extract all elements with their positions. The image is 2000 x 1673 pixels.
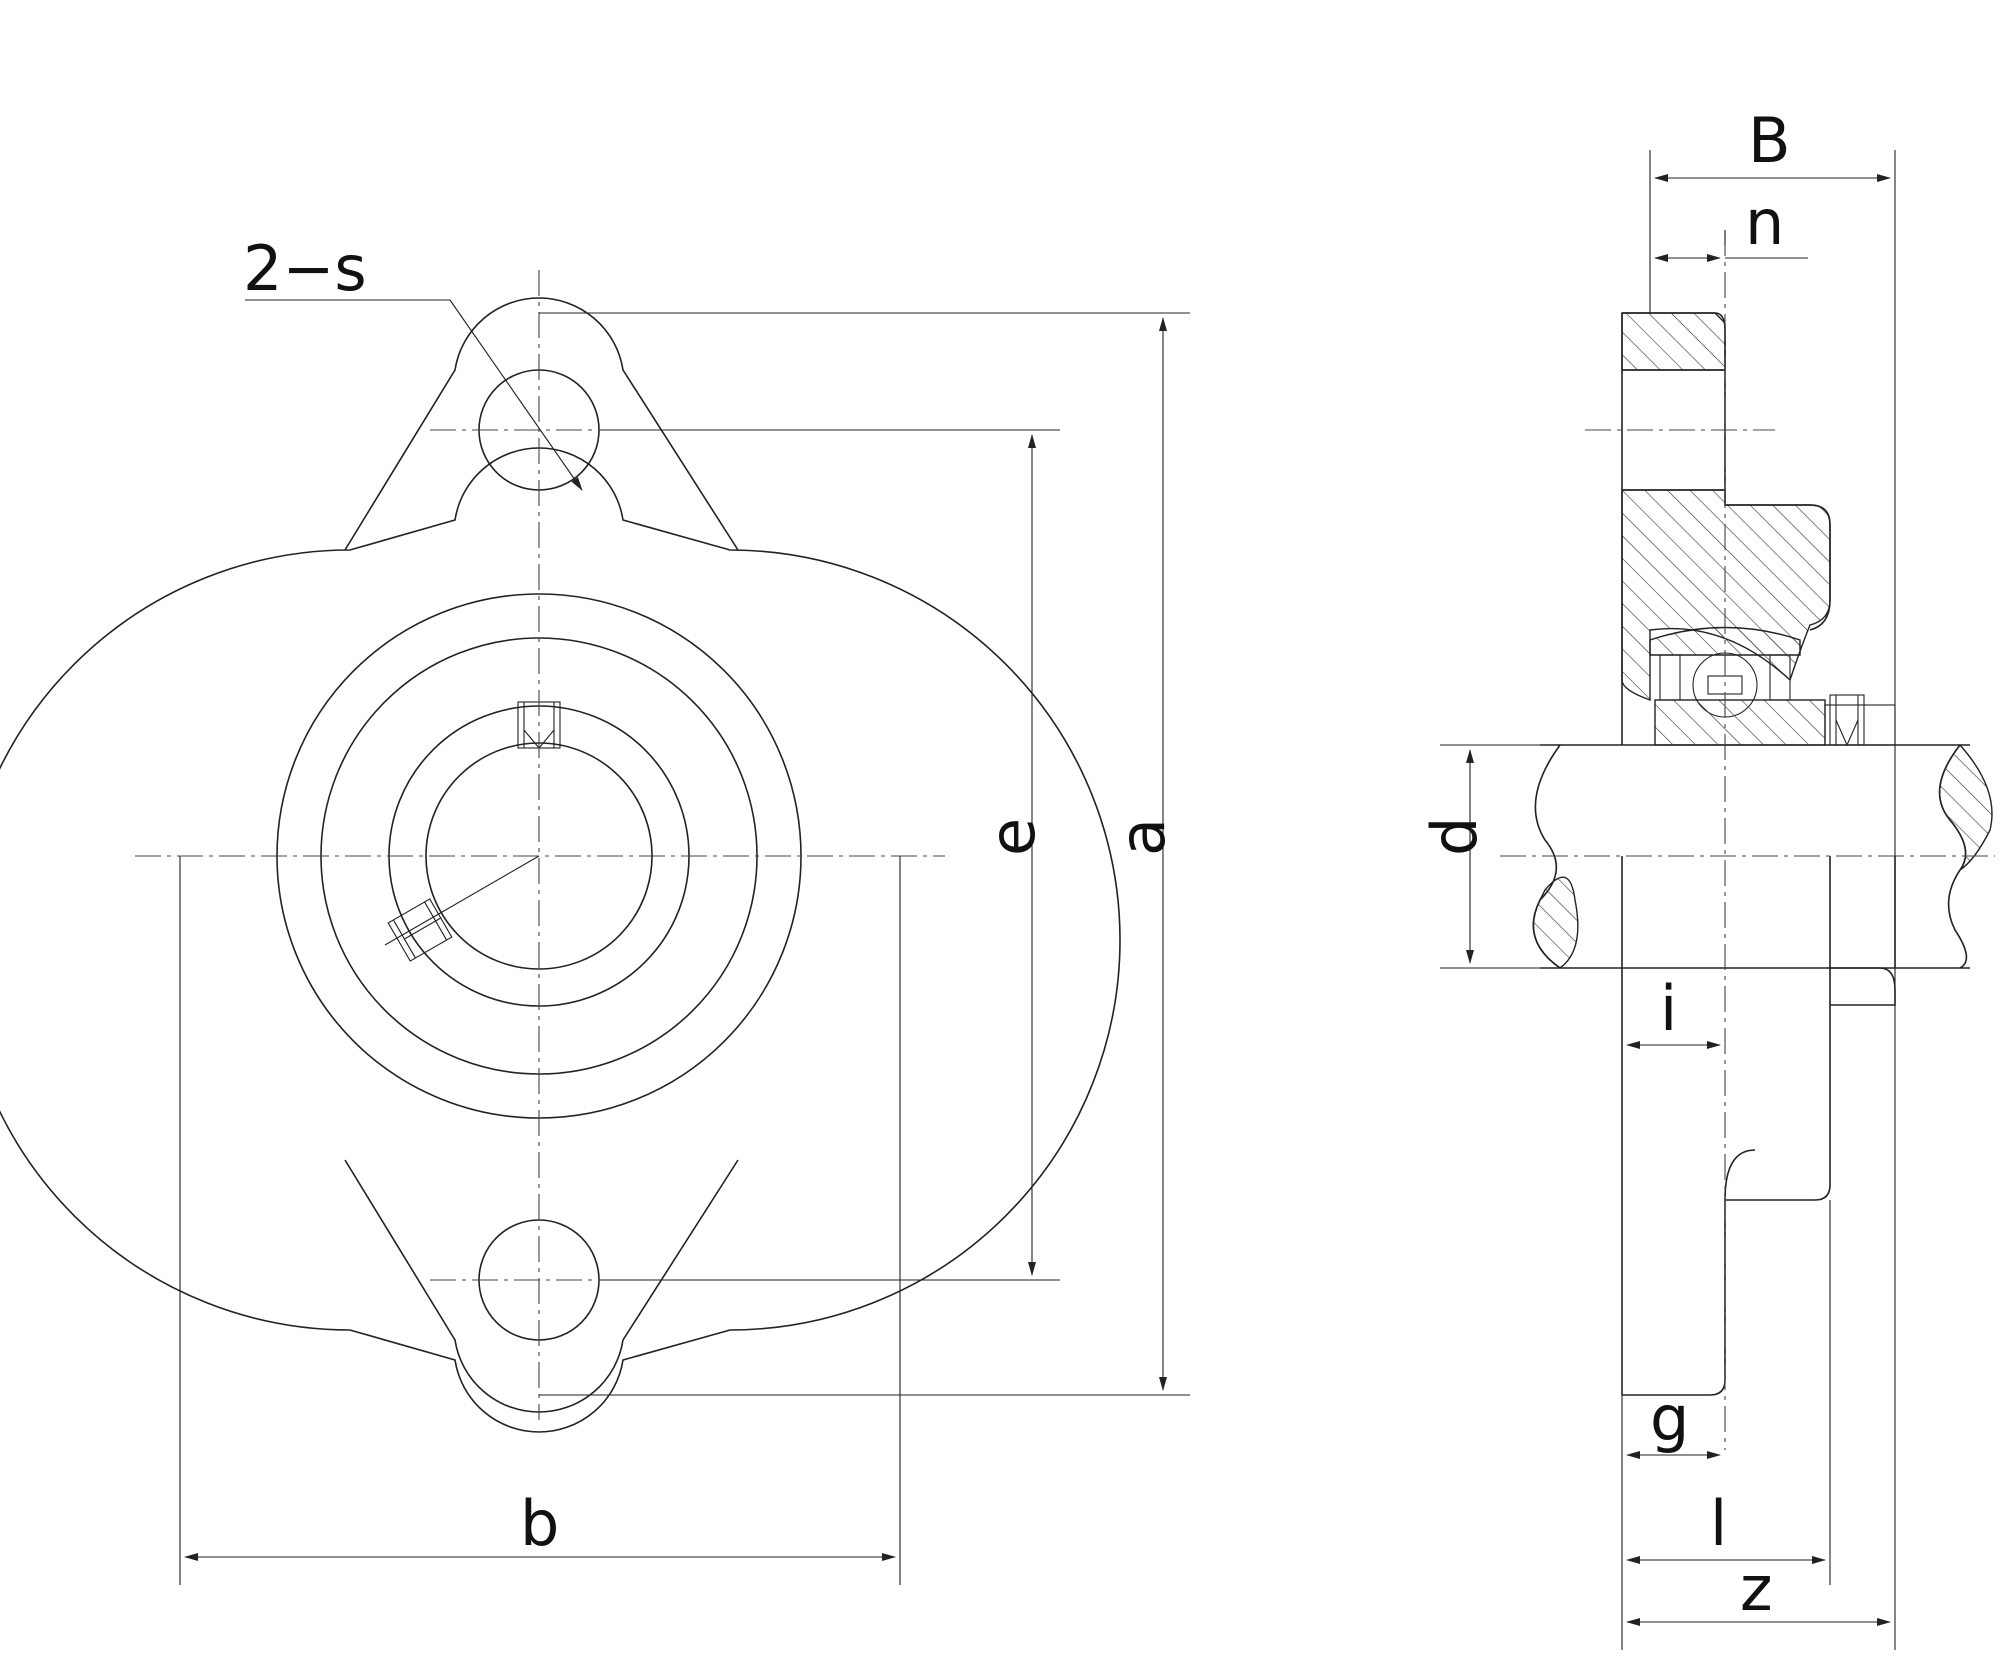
flange-section-mid <box>1621 489 1831 701</box>
side-dimensions <box>1440 150 1896 1650</box>
front-dimensions <box>179 299 1190 1585</box>
label-e: e <box>976 818 1049 856</box>
label-l: l <box>1710 1487 1727 1560</box>
label-a: a <box>1106 818 1179 856</box>
set-screw-angled <box>387 898 453 962</box>
lower-body <box>1621 856 1896 1396</box>
flange-outline <box>0 447 1121 1433</box>
side-view <box>1500 230 1995 1450</box>
label-d: d <box>1418 817 1491 856</box>
label-b: b <box>520 1487 559 1560</box>
label-z: z <box>1740 1552 1773 1625</box>
bearing-section <box>1649 626 1896 747</box>
label-2-s: 2−s <box>243 232 367 305</box>
front-view <box>0 270 1121 1433</box>
label-B: B <box>1748 104 1791 177</box>
top-lug <box>344 297 739 551</box>
label-i: i <box>1660 972 1677 1045</box>
flange-section-top <box>1621 312 1726 371</box>
bottom-lug <box>344 1159 739 1413</box>
label-n: n <box>1745 186 1784 259</box>
label-g: g <box>1650 1382 1689 1455</box>
